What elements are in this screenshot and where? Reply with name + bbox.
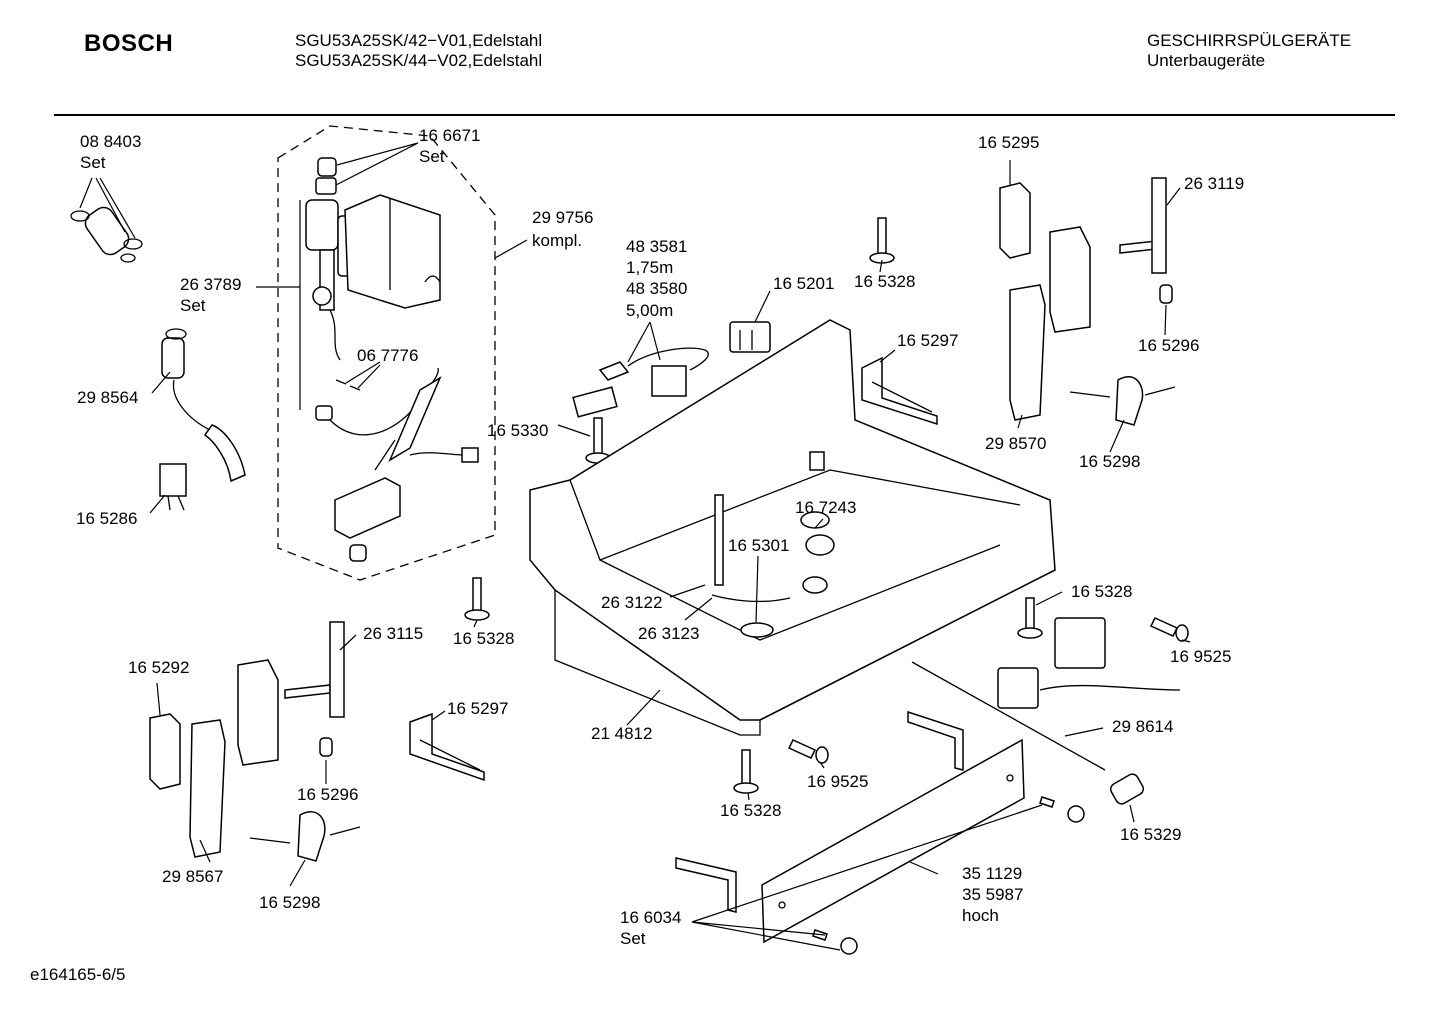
- drain-hose-part: [161, 328, 246, 483]
- screw-foot-part-a: [869, 217, 895, 264]
- label-166671-set: Set: [419, 147, 445, 166]
- label-214812: 21 4812: [591, 724, 652, 743]
- category-title: GESCHIRRSPÜLGERÄTE: [1147, 31, 1352, 50]
- label-169525-b: 16 9525: [807, 772, 868, 791]
- coiled-hose-part: [374, 376, 479, 471]
- label-088403: 08 8403: [80, 132, 141, 151]
- side-bracket-part-left: [149, 621, 361, 862]
- label-165297-a: 16 5297: [897, 331, 958, 350]
- label-len500: 5,00m: [626, 301, 673, 320]
- label-088403-set: Set: [80, 153, 106, 172]
- label-298564: 29 8564: [77, 388, 138, 407]
- assembly-group-outline: [277, 125, 496, 581]
- panel-clip-part-a: [907, 710, 964, 771]
- label-165330: 16 5330: [487, 421, 548, 440]
- label-165201: 16 5201: [773, 274, 834, 293]
- subcategory-title: Unterbaugeräte: [1147, 51, 1266, 70]
- model-line-2: SGU53A25SK/44−V02,Edelstahl: [295, 51, 543, 70]
- label-165298-b: 16 5298: [259, 893, 320, 912]
- label-165301: 16 5301: [728, 536, 789, 555]
- plug-part: [1109, 773, 1145, 805]
- label-263123: 26 3123: [638, 624, 699, 643]
- document-id: e164165-6/5: [30, 965, 126, 984]
- label-165328-b: 16 5328: [453, 629, 514, 648]
- label-166034-set: Set: [620, 929, 646, 948]
- label-263119: 26 3119: [1184, 174, 1244, 193]
- header-divider: [54, 114, 1395, 116]
- switch-block-part: [572, 386, 618, 418]
- label-165328-d: 16 5328: [720, 801, 781, 820]
- front-panel-part: [761, 738, 1025, 944]
- panel-clip-part-b: [675, 857, 737, 913]
- label-165297-b: 16 5297: [447, 699, 508, 718]
- bolt-part-a: [1149, 617, 1189, 642]
- side-bracket-part-right: [999, 177, 1176, 426]
- hose-clip-part: [159, 463, 187, 511]
- label-298570: 29 8570: [985, 434, 1046, 453]
- label-165329: 16 5329: [1120, 825, 1181, 844]
- terminal-block-part: [729, 321, 771, 353]
- label-166671: 16 6671: [419, 126, 480, 145]
- bolt-part-b: [787, 739, 829, 764]
- label-167243: 16 7243: [795, 498, 856, 517]
- label-298614: 29 8614: [1112, 717, 1173, 736]
- spring-bracket-part-a: [861, 356, 938, 426]
- label-351129: 35 1129: [962, 864, 1022, 883]
- part-labels: 08 8403 Set 16 6671 Set 29 9756 kompl. 2…: [76, 126, 1244, 948]
- wiring-harness-part: [911, 617, 1181, 771]
- label-483580: 48 3580: [626, 279, 687, 298]
- label-hoch: hoch: [962, 906, 999, 925]
- base-tub-part: [529, 319, 1056, 736]
- label-len175: 1,75m: [626, 258, 673, 277]
- screw-foot-part-e: [1017, 597, 1043, 639]
- label-263789: 26 3789: [180, 275, 241, 294]
- label-299756: 29 9756: [532, 208, 593, 227]
- label-169525-a: 16 9525: [1170, 647, 1231, 666]
- label-299756-kompl: kompl.: [532, 231, 582, 250]
- label-263122: 26 3122: [601, 593, 662, 612]
- screw-foot-part-b: [585, 417, 611, 464]
- label-067776: 06 7776: [357, 346, 418, 365]
- label-165328-a: 16 5328: [854, 272, 915, 291]
- label-165286: 16 5286: [76, 509, 137, 528]
- label-263115: 26 3115: [363, 624, 423, 643]
- valve-housing-cover-part: [344, 194, 441, 309]
- fitting-set-part: [315, 157, 337, 195]
- label-483581: 48 3581: [626, 237, 687, 256]
- label-298567: 29 8567: [162, 867, 223, 886]
- label-355987: 35 5987: [962, 885, 1023, 904]
- spring-bracket-part-b: [409, 712, 485, 782]
- screw-foot-part-c: [464, 577, 490, 621]
- screw-foot-part-d: [733, 749, 759, 794]
- model-line-1: SGU53A25SK/42−V01,Edelstahl: [295, 31, 543, 50]
- label-165328-c: 16 5328: [1071, 582, 1132, 601]
- label-165296-a: 16 5296: [1138, 336, 1199, 355]
- label-165295: 16 5295: [978, 133, 1039, 152]
- valve-bracket-part: [334, 477, 401, 562]
- label-165292: 16 5292: [128, 658, 189, 677]
- label-263789-set: Set: [180, 296, 206, 315]
- brand-logo: BOSCH: [84, 30, 174, 57]
- power-cable-part: [598, 347, 709, 397]
- label-166034: 16 6034: [620, 908, 681, 927]
- label-165296-b: 16 5296: [297, 785, 358, 804]
- leader-lines: [79, 142, 1191, 951]
- label-165298-a: 16 5298: [1079, 452, 1140, 471]
